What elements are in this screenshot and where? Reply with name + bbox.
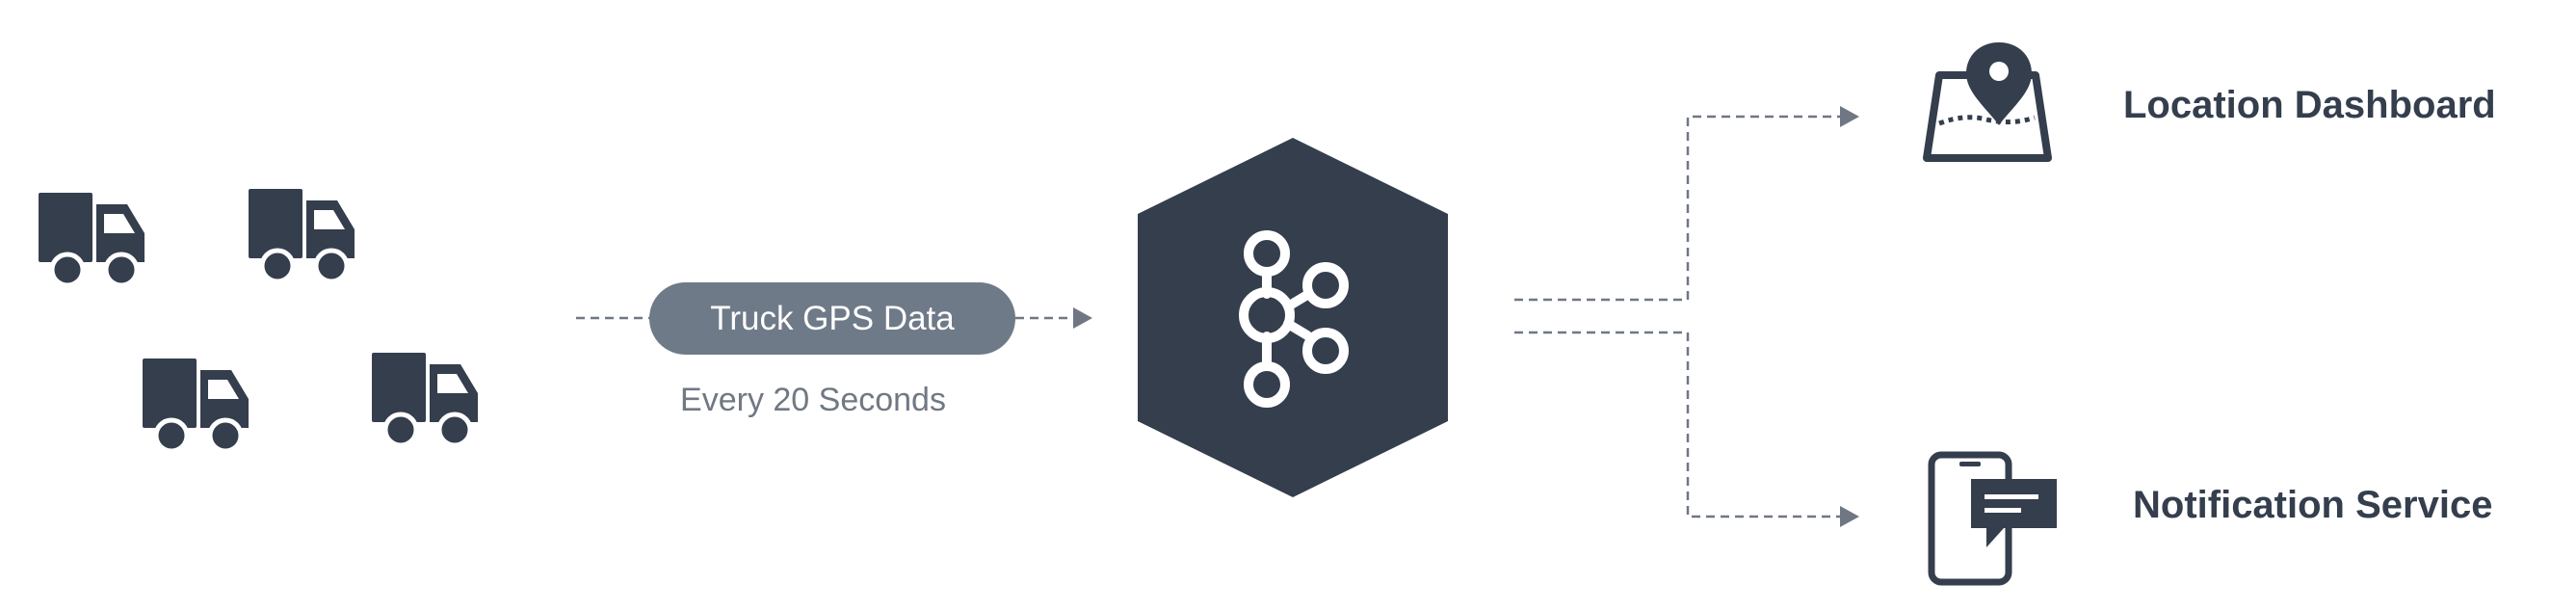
broker-to-notification-line bbox=[1514, 331, 1842, 518]
truck-icon bbox=[39, 193, 145, 288]
kafka-icon bbox=[1239, 230, 1349, 408]
truck-icon bbox=[143, 359, 249, 454]
location-dashboard-label: Location Dashboard bbox=[2123, 84, 2496, 126]
truck-icon bbox=[372, 353, 478, 448]
stream-pill: Truck GPS Data bbox=[649, 282, 1015, 355]
broker-node bbox=[1138, 138, 1448, 497]
broker-to-dashboard-line bbox=[1514, 115, 1842, 302]
stream-caption: Every 20 Seconds bbox=[680, 382, 946, 418]
truck-icon bbox=[249, 189, 355, 284]
dashboard-arrowhead bbox=[1840, 106, 1859, 127]
phone-message-icon bbox=[1928, 451, 2057, 586]
stream-to-broker-arrowhead bbox=[1073, 307, 1092, 329]
map-pin-icon bbox=[1923, 42, 2052, 162]
notification-service-node: Notification Service bbox=[1928, 451, 2492, 586]
location-dashboard-node: Location Dashboard bbox=[1923, 42, 2496, 162]
stream-label: Truck GPS Data bbox=[710, 300, 955, 337]
notification-service-label: Notification Service bbox=[2133, 484, 2492, 526]
notification-arrowhead bbox=[1840, 506, 1859, 527]
trucks-group bbox=[39, 189, 478, 454]
